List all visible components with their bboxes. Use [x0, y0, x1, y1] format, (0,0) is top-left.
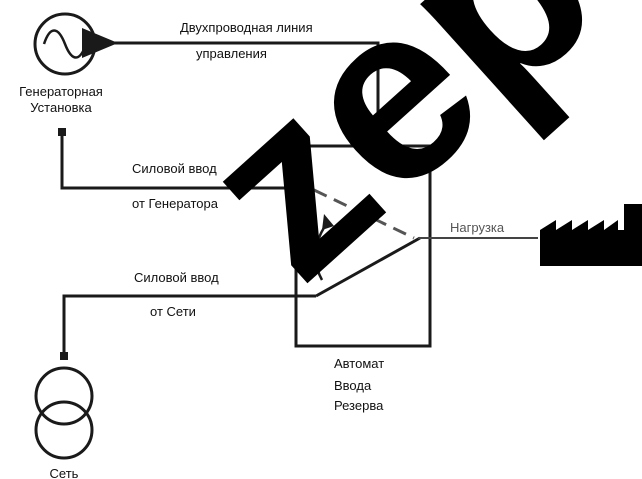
switch-arc-icon [314, 221, 329, 281]
generator-label-1: Генераторная [19, 84, 103, 99]
mains-input-label-1: Силовой ввод [134, 270, 219, 285]
generator-switch-dashed [313, 188, 415, 240]
gen-input-label-2: от Генератора [132, 196, 218, 211]
load-factory-icon [540, 204, 642, 266]
ats-box [294, 144, 432, 348]
generator-label-2: Установка [30, 100, 92, 115]
ats-label-1: Автомат [334, 356, 385, 371]
mains-power-line [62, 294, 316, 356]
control-line-label-1: Двухпроводная линия [180, 20, 313, 35]
mains-switch-contact [315, 236, 421, 298]
generator-icon [33, 12, 97, 76]
control-line-label-2: управления [196, 46, 267, 61]
load-label: Нагрузка [450, 220, 505, 235]
mains-terminal [60, 352, 68, 360]
mains-label: Сеть [49, 466, 79, 479]
mains-transformer-icon [34, 366, 94, 460]
ats-label-3: Резерва [334, 398, 384, 413]
ats-label-2: Ввода [334, 378, 372, 393]
mains-input-label-2: от Сети [150, 304, 196, 319]
generator-terminal [58, 128, 66, 136]
switch-arc-head [322, 214, 334, 230]
gen-input-label-1: Силовой ввод [132, 161, 217, 176]
control-line [82, 28, 380, 146]
generator-power-line [60, 132, 314, 190]
